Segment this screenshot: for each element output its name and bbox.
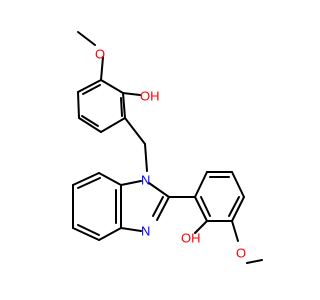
imidazole-nitrogen-label-bottom: N bbox=[141, 223, 150, 238]
methoxy-oxygen-label-bottom: O bbox=[236, 245, 246, 260]
bond-lines bbox=[72, 31, 263, 264]
imidazole-nitrogen-label-top: N bbox=[141, 172, 150, 187]
hydroxyl-label-top: OH bbox=[140, 88, 160, 103]
chemical-structure-diagram: O OH N N OH O bbox=[72, 31, 263, 264]
hydroxyl-label-bottom: OH bbox=[181, 230, 201, 245]
methoxy-oxygen-label-top: O bbox=[95, 46, 105, 61]
